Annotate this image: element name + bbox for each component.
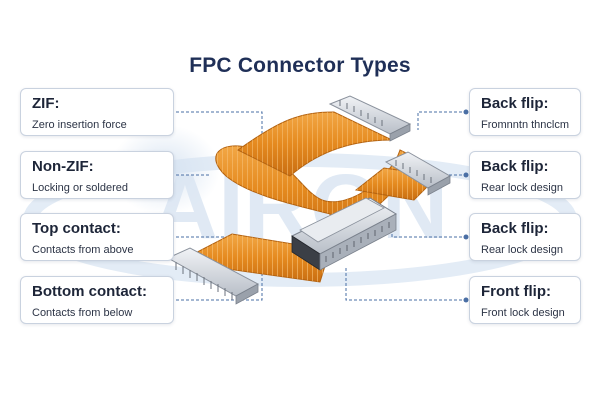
connector-bottom-left xyxy=(166,247,260,305)
card-bottom-contact: Bottom contact: Contacts from below xyxy=(20,276,174,324)
card-non-zif: Non-ZIF: Locking or soldered xyxy=(20,151,174,199)
card-heading: Front flip: xyxy=(481,283,551,300)
card-heading: Non-ZIF: xyxy=(32,158,94,175)
connector-top xyxy=(328,95,412,142)
connector-main xyxy=(290,197,398,271)
card-front-flip: Front flip: Front lock design xyxy=(469,276,581,324)
card-heading: Back flip: xyxy=(481,158,549,175)
card-description: Locking or soldered xyxy=(32,182,129,194)
card-back-flip-1: Back flip: Fromnntn thnclcm xyxy=(469,88,581,136)
card-top-contact: Top contact: Contacts from above xyxy=(20,213,174,261)
card-heading: Top contact: xyxy=(32,220,121,237)
card-description: Contacts from above xyxy=(32,244,134,256)
card-heading: Bottom contact: xyxy=(32,283,147,300)
leader-dots-left xyxy=(157,109,163,303)
card-description: Rear lock design xyxy=(481,244,563,256)
flex-cable-upper xyxy=(237,111,393,177)
card-heading: ZIF: xyxy=(32,95,60,112)
card-description: Contacts from below xyxy=(32,307,133,319)
card-description: Zero insertion force xyxy=(32,119,127,131)
leader-dots-right xyxy=(463,109,469,303)
card-description: Rear lock design xyxy=(481,182,563,194)
page-title: FPC Connector Types xyxy=(189,54,411,77)
card-heading: Back flip: xyxy=(481,220,549,237)
card-zif: ZIF: Zero insertion force xyxy=(20,88,174,136)
connector-right xyxy=(384,151,452,196)
card-description: Fromnntn thnclcm xyxy=(481,119,570,131)
card-back-flip-3: Back flip: Rear lock design xyxy=(469,213,581,261)
card-description: Front lock design xyxy=(481,307,565,319)
card-back-flip-2: Back flip: Rear lock design xyxy=(469,151,581,199)
card-heading: Back flip: xyxy=(481,95,549,112)
